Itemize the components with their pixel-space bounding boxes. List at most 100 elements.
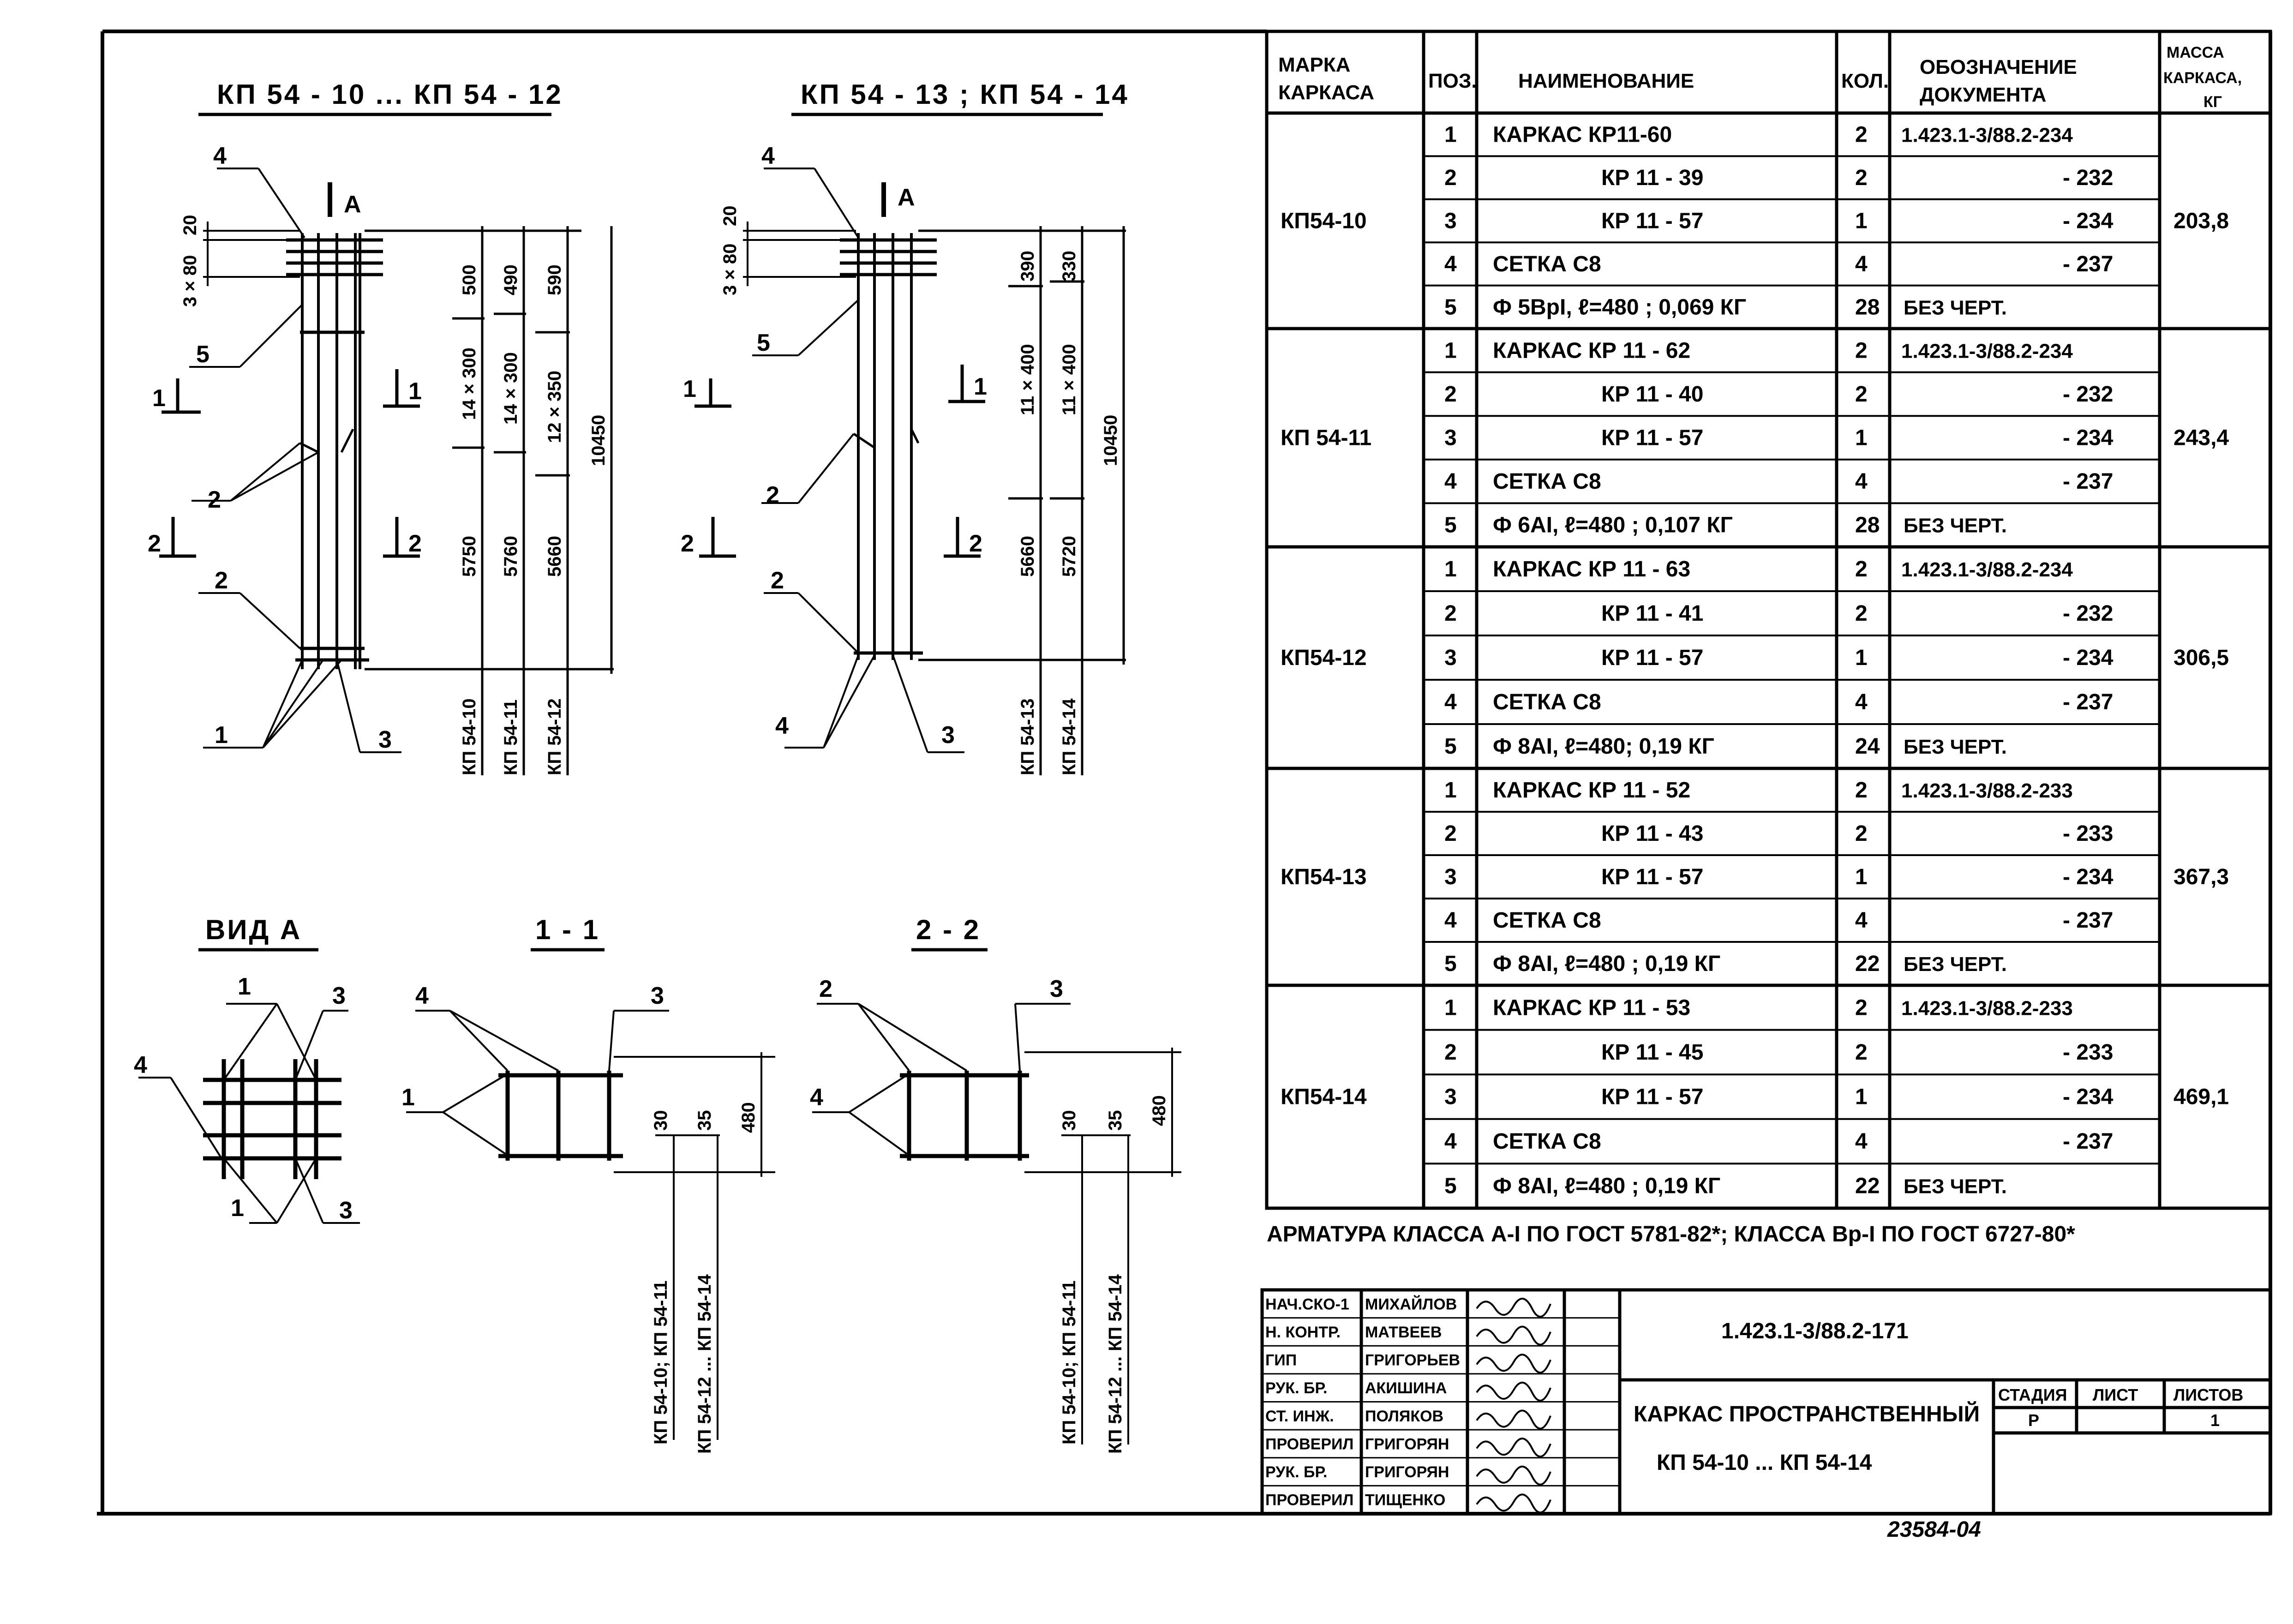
- frame-a-c1-top: 500: [459, 264, 479, 295]
- signature-scribble: [1476, 1438, 1551, 1458]
- spec-doc: - 237: [2063, 908, 2113, 933]
- spec-pos: 3: [1444, 1085, 1457, 1109]
- spec-doc: БЕЗ ЧЕРТ.: [1904, 736, 2007, 758]
- spec-mass: 203,8: [2173, 209, 2229, 234]
- signature-name: МИХАЙЛОВ: [1365, 1295, 1457, 1313]
- spec-pos: 3: [1444, 646, 1457, 670]
- spec-doc: - 237: [2063, 1129, 2113, 1154]
- signature-scribble: [1476, 1381, 1551, 1402]
- signature-name: ТИЩЕНКО: [1365, 1492, 1445, 1509]
- spec-mark: КП 54-11: [1281, 426, 1371, 450]
- spec-mass: 243,4: [2173, 426, 2229, 450]
- spec-pos: 4: [1444, 690, 1457, 714]
- spec-pos: 2: [1444, 821, 1457, 846]
- frame-b-c2-mid: 11 × 400: [1059, 344, 1079, 415]
- spec-name: СЕТКА С8: [1493, 469, 1601, 494]
- section-2-title: 2 - 2: [916, 914, 981, 945]
- spec-name: КР 11 - 39: [1601, 166, 1703, 190]
- spec-qty: 4: [1855, 1129, 1868, 1154]
- frame-a-c2-bot: 5760: [501, 536, 521, 577]
- cut-b-2-left: 2: [681, 530, 694, 557]
- spec-doc: - 237: [2063, 690, 2113, 714]
- frame-b-c1-top: 390: [1018, 251, 1038, 282]
- spec-qty: 4: [1855, 469, 1868, 494]
- sec1-label-b: КП 54-12 ... КП 54-14: [694, 1274, 715, 1454]
- hdr-pos: ПОЗ.: [1428, 70, 1477, 92]
- hdr-qty: КОЛ.: [1841, 70, 1889, 92]
- sheets-value: 1: [2210, 1411, 2220, 1430]
- spec-name: КР 11 - 41: [1601, 601, 1703, 626]
- frame-b-title: КП 54 - 13 ; КП 54 - 14: [801, 79, 1129, 110]
- spec-qty: 1: [1855, 646, 1868, 670]
- sec2-label-b: КП 54-12 ... КП 54-14: [1105, 1274, 1126, 1454]
- reinforcement-note: АРМАТУРА КЛАССА А-I ПО ГОСТ 5781-82*; КЛ…: [1267, 1222, 2075, 1246]
- spec-name: КАРКАС КР 11 - 53: [1493, 995, 1690, 1020]
- spec-pos: 4: [1444, 1129, 1457, 1154]
- sec1-callout-3: 3: [651, 983, 664, 1009]
- spec-name: Ф 8АI, ℓ=480; 0,19 КГ: [1493, 734, 1714, 759]
- sec1-dim-35: 35: [694, 1110, 715, 1131]
- frame-b-c1-bot: 5660: [1018, 536, 1038, 577]
- spec-doc: 1.423.1-3/88.2-233: [1901, 779, 2073, 802]
- frame-a-c3-bot: 5660: [545, 536, 565, 577]
- spec-pos: 2: [1444, 382, 1457, 407]
- sec1-callout-4: 4: [415, 983, 429, 1009]
- spec-doc: - 234: [2063, 1085, 2113, 1109]
- frame-a-label-3: КП 54-12: [545, 698, 565, 775]
- spec-qty: 4: [1855, 908, 1868, 933]
- frame-b-total: 10450: [1101, 415, 1121, 466]
- frame-a-c1-bot: 5750: [459, 536, 479, 577]
- signature-scribble: [1476, 1465, 1551, 1486]
- frame-b-label-1: КП 54-13: [1018, 698, 1038, 775]
- signature-name: МАТВЕЕВ: [1365, 1324, 1442, 1341]
- spec-doc: 1.423.1-3/88.2-234: [1901, 124, 2073, 147]
- spec-name: КАРКАС КР 11 - 63: [1493, 557, 1690, 581]
- frame-a-dim-20: 20: [180, 215, 200, 236]
- spec-qty: 4: [1855, 252, 1868, 276]
- spec-qty: 1: [1855, 426, 1868, 450]
- frame-a-c2-top: 490: [501, 264, 521, 295]
- frame-b-dim-3x80: 3 × 80: [720, 244, 740, 295]
- spec-pos: 2: [1444, 166, 1457, 190]
- spec-mark: КП54-12: [1281, 646, 1367, 670]
- frame-a-c3-mid: 12 × 350: [545, 371, 565, 443]
- sec2-callout-4: 4: [810, 1084, 823, 1111]
- spec-pos: 2: [1444, 601, 1457, 626]
- signature-name: ПОЛЯКОВ: [1365, 1408, 1443, 1425]
- spec-pos: 1: [1444, 778, 1457, 803]
- hdr-mark-line2: КАРКАСА: [1278, 81, 1374, 104]
- spec-name: КР 11 - 45: [1601, 1040, 1703, 1065]
- spec-name: СЕТКА С8: [1493, 252, 1601, 276]
- spec-name: КР 11 - 43: [1601, 821, 1703, 846]
- spec-pos: 5: [1444, 952, 1457, 976]
- sheet-header: ЛИСТ: [2093, 1385, 2138, 1404]
- signature-role: ПРОВЕРИЛ: [1265, 1435, 1353, 1453]
- spec-name: КР 11 - 40: [1601, 382, 1703, 407]
- spec-pos: 5: [1444, 734, 1457, 759]
- spec-name: СЕТКА С8: [1493, 908, 1601, 933]
- view-a-callout-3-bot: 3: [339, 1197, 353, 1224]
- spec-mass: 469,1: [2173, 1085, 2229, 1109]
- spec-pos: 3: [1444, 209, 1457, 234]
- spec-qty: 2: [1855, 821, 1868, 846]
- sec2-dim-35: 35: [1105, 1110, 1126, 1131]
- section-1-title: 1 - 1: [535, 914, 600, 945]
- doc-code: 1.423.1-3/88.2-171: [1721, 1319, 1909, 1343]
- signature-role: СТ. ИНЖ.: [1265, 1408, 1334, 1425]
- section-mark-a: А: [344, 191, 361, 218]
- spec-name: Ф 8АI, ℓ=480 ; 0,19 КГ: [1493, 1174, 1720, 1199]
- view-a-callout-4: 4: [134, 1052, 147, 1079]
- frame-a-label-2: КП 54-11: [501, 700, 521, 775]
- sec2-callout-3: 3: [1050, 976, 1063, 1002]
- cut-label-1-right: 1: [408, 378, 422, 405]
- sheets-header: ЛИСТОВ: [2173, 1385, 2243, 1404]
- cut-label-2-left: 2: [148, 530, 161, 557]
- callout-1: 1: [215, 722, 228, 749]
- spec-mark: КП54-13: [1281, 865, 1367, 889]
- signature-role: НАЧ.СКО-1: [1265, 1295, 1349, 1313]
- spec-name: КР 11 - 57: [1601, 865, 1703, 889]
- cut-b-2-right: 2: [969, 530, 982, 557]
- cut-b-1-right: 1: [974, 373, 987, 400]
- signature-role: ГИП: [1265, 1352, 1297, 1369]
